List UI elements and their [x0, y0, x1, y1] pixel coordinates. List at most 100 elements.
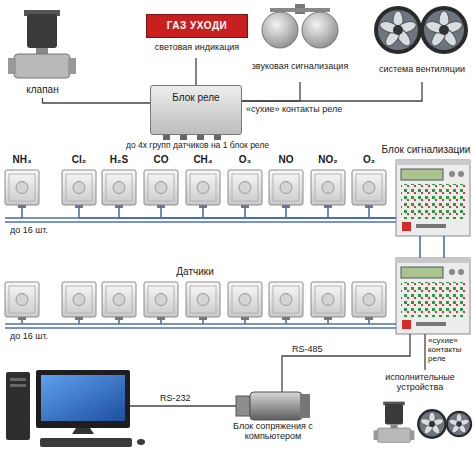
computer-illustration [6, 370, 145, 447]
node-label: клапан [5, 84, 80, 95]
bell-dome [262, 12, 298, 48]
bus-wire [5, 217, 22, 219]
relay-wire [242, 82, 300, 101]
sensor-bus-wire [286, 206, 396, 218]
adapter-body [250, 392, 302, 420]
sensor-illustration [102, 170, 136, 208]
monitor-screen [41, 375, 125, 421]
gas-sensor: CH₄ [186, 154, 220, 206]
actuator-wire [424, 334, 425, 370]
node-caption: световая индикация [142, 42, 252, 52]
gas-sensor: NH₃ [5, 154, 39, 206]
gas-sensor: CO [144, 154, 178, 206]
relay-wire [242, 82, 422, 101]
sensor-bus-wire [79, 206, 396, 218]
unit-link-wire [419, 236, 421, 258]
node-label: NO₂ [307, 154, 349, 165]
cable-gland [214, 135, 221, 140]
sensor-bus-wire [328, 206, 396, 218]
gas-sensor: NO₂ [311, 154, 345, 206]
interface-illustration [236, 392, 310, 420]
fan-illustration [374, 6, 422, 54]
mouse [137, 439, 145, 445]
sensor-bus-wire [119, 206, 396, 218]
relay-wire [195, 58, 196, 85]
sensor-illustration [228, 282, 262, 320]
annotation-label: до 16 шт. [10, 331, 70, 341]
sensor-bus-wire [245, 206, 396, 218]
node-label: исполнительные устройства [366, 372, 474, 392]
sensor-illustration [144, 282, 178, 320]
bell-illustration [262, 4, 338, 48]
node-label: H₂S [98, 154, 140, 165]
bus-wire [5, 323, 396, 325]
ventilation-node: система вентиляции [372, 4, 472, 82]
gas-sensor: NO [269, 154, 303, 206]
annotation-label: Датчики [160, 266, 230, 277]
fan-illustration [420, 6, 468, 54]
sensor-illustration [144, 170, 178, 208]
sensor-illustration [62, 282, 96, 320]
actuator-valve [374, 402, 415, 443]
sensor-bus-wire [203, 206, 396, 218]
relay-glands [163, 135, 221, 140]
rs232-wire [128, 405, 236, 406]
node-label: Cl₂ [58, 154, 100, 165]
annotation-label: RS-485 [292, 344, 332, 354]
sensor-illustration [352, 170, 386, 208]
pc-drive [10, 384, 26, 387]
sensor-illustration [102, 282, 136, 320]
db-plug [236, 396, 250, 416]
sensor-illustration [186, 170, 220, 208]
valve-node: клапан [5, 8, 80, 98]
monitor-stand [72, 428, 94, 434]
bell-node: звуковая сигнализация [250, 4, 350, 82]
node-label: NO [265, 154, 307, 165]
warning-sign: ГАЗ УХОДИсветовая индикация [146, 14, 248, 58]
gas-sensor: H₂S [102, 154, 136, 206]
node-label: CO [140, 154, 182, 165]
gas-sensor: O₂ [352, 154, 386, 206]
node-label: ГАЗ УХОДИ [146, 14, 248, 38]
pc-drive [10, 378, 26, 381]
sensor-bus-wire [22, 206, 396, 218]
gas-sensor: O₃ [228, 154, 262, 206]
rs485-wire [282, 334, 410, 392]
actuator-fan [417, 409, 447, 439]
bus-wire [5, 327, 396, 329]
cable-gland [197, 135, 204, 140]
relay-wire [43, 98, 151, 103]
wire-label: «сухие» контакты реле [246, 104, 356, 114]
cable-gland [180, 135, 187, 140]
actuator-fan [446, 411, 472, 437]
cable-gland [163, 135, 170, 140]
unit-link-wire [443, 236, 445, 258]
node-label: звуковая сигнализация [250, 61, 350, 71]
annotation-label: «сухие» контакты реле [428, 337, 474, 364]
sensor-illustration [5, 282, 39, 320]
sensor-illustration [186, 282, 220, 320]
sensor-illustration [311, 282, 345, 320]
node-label: O₃ [224, 154, 266, 165]
signal-unit-illustration [396, 258, 470, 334]
annotation-label: RS-232 [160, 393, 204, 403]
node-label: NH₃ [1, 154, 43, 165]
adapter-end [300, 394, 310, 418]
interface-node: Блок сопряжения с компьютером [218, 388, 328, 448]
node-label: CH₄ [182, 154, 224, 165]
signal-unit-illustration [396, 160, 470, 236]
annotation-label: до 16 шт. [10, 225, 70, 235]
monitor-frame [36, 370, 130, 428]
sensor-illustration [62, 170, 96, 208]
gas-sensor: Cl₂ [62, 154, 96, 206]
bell-dome [302, 12, 338, 48]
node-label: Блок сигнализации [380, 144, 472, 155]
pc-tower [6, 372, 30, 440]
valve-illustration [8, 10, 76, 78]
sensor-bus-wire [369, 206, 396, 218]
node-label: система вентиляции [372, 64, 472, 74]
node-label: Блок реле [151, 92, 241, 103]
signal-unit: Блок сигнализации [396, 160, 470, 236]
sensor-illustration [269, 170, 303, 208]
